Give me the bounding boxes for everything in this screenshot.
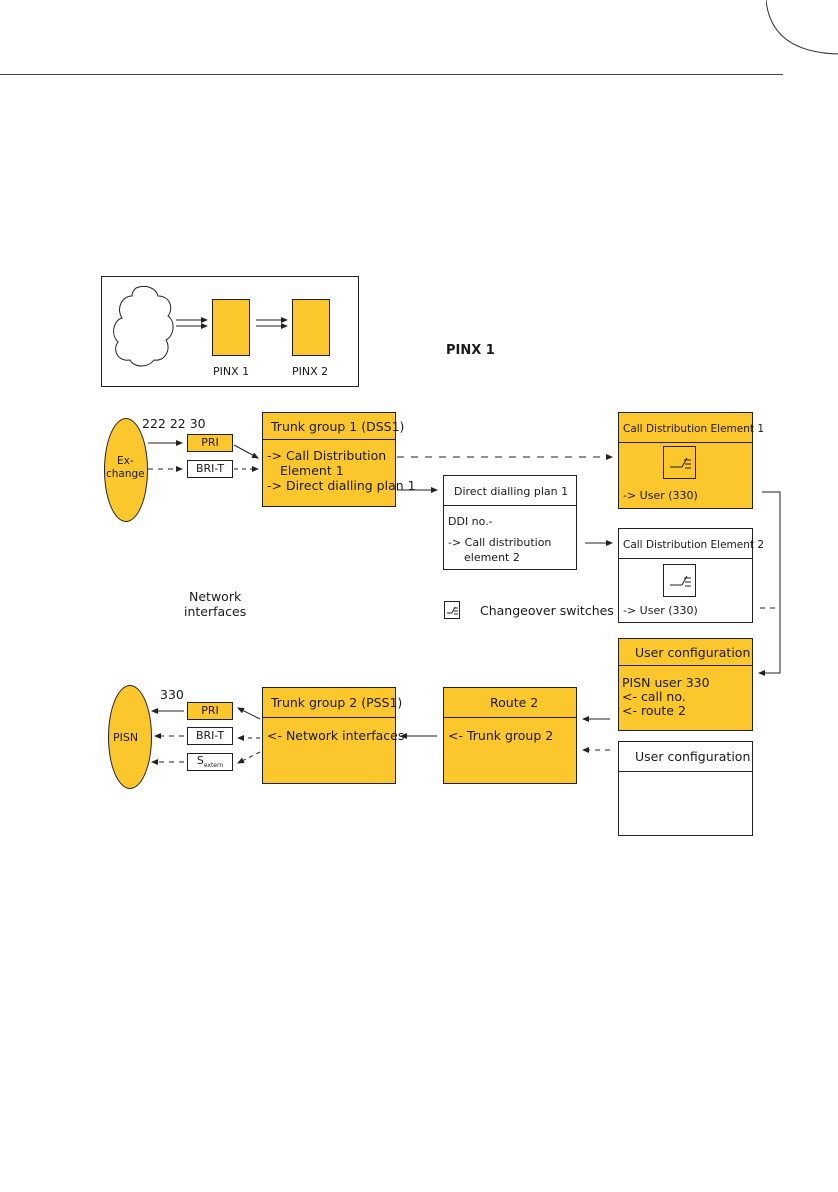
pisn-bri-box: BRI-T (187, 727, 233, 745)
inset-pinx2-box (292, 299, 330, 356)
route2-title: Route 2 (490, 695, 539, 710)
ddp-title: Direct dialling plan 1 (454, 485, 569, 498)
cde2-switch-icon (663, 564, 696, 597)
user-config1-line3: <- route 2 (622, 703, 686, 718)
exchange-label-line1: Ex- (117, 455, 134, 467)
pisn-oval (108, 685, 152, 789)
user-config2-box: User configuration (618, 741, 753, 836)
trunk-group1-line3: -> Direct dialling plan 1 (267, 478, 416, 493)
inset-pinx1-box (212, 299, 250, 356)
cde2-title: Call Distribution Element 2 (623, 539, 765, 551)
cloud-icon (113, 285, 174, 367)
cde1-user: -> User (330) (623, 489, 698, 502)
trunk-group1-line2: Element 1 (280, 463, 344, 478)
trunk-group2-title: Trunk group 2 (PSS1) (271, 695, 403, 710)
exchange-pri-box: PRI (187, 434, 233, 452)
trunk-group1-box: Trunk group 1 (DSS1) -> Call Distributio… (262, 412, 416, 507)
diagram-title: PINX 1 (446, 343, 495, 358)
cde2-user: -> User (330) (623, 604, 698, 617)
pisn-sextern-box: Sextern (187, 753, 233, 771)
exchange-bri-box: BRI-T (187, 460, 233, 478)
ddp-line2: -> Call distribution (448, 536, 552, 549)
pisn-number: 330 (160, 687, 184, 702)
pisn-pri-box: PRI (187, 702, 233, 720)
pisn-label: PISN (113, 731, 139, 744)
inset-pinx2-label: PINX 2 (292, 365, 329, 378)
trunk-group1-line1: -> Call Distribution (267, 448, 387, 463)
exchange-number: 222 22 30 (142, 416, 206, 431)
ddp-line3: element 2 (464, 551, 520, 564)
pisn-s-main: S (196, 754, 204, 767)
route2-box: Route 2 <- Trunk group 2 (443, 687, 577, 784)
exchange-oval (104, 418, 148, 522)
trunk-group2-line1: <- Network interfaces (267, 728, 405, 743)
changeover-switch-icon (444, 601, 460, 619)
network-interfaces-line2: interfaces (184, 604, 247, 619)
header-rule (0, 74, 783, 75)
pisn-s-sub: extern (203, 762, 224, 769)
ddp-line1: DDI no.- (448, 515, 493, 528)
cde2-box: Call Distribution Element 2 -> User (330… (618, 528, 764, 623)
legend-changeover-label: Changeover switches (480, 603, 614, 618)
inset-pinx1-label: PINX 1 (213, 365, 250, 378)
user-config1-box: User configuration PISN user 330 <- call… (618, 638, 753, 731)
cde1-title: Call Distribution Element 1 (623, 423, 765, 435)
page-corner-arc (766, 0, 838, 55)
direct-dialling-plan-box: Direct dialling plan 1 DDI no.- -> Call … (443, 475, 577, 570)
network-interfaces-line1: Network (189, 589, 242, 604)
user-config1-title: User configuration (635, 645, 751, 660)
trunk-group2-box: Trunk group 2 (PSS1) <- Network interfac… (262, 687, 404, 784)
route2-line1: <- Trunk group 2 (448, 728, 554, 743)
cde1-switch-icon (663, 446, 696, 479)
user-config1-line1: PISN user 330 (622, 675, 710, 690)
user-config2-title: User configuration (635, 749, 751, 764)
trunk-group1-title: Trunk group 1 (DSS1) (271, 419, 405, 434)
exchange-label-line2: change (106, 468, 145, 480)
user-config1-line2: <- call no. (622, 689, 686, 704)
